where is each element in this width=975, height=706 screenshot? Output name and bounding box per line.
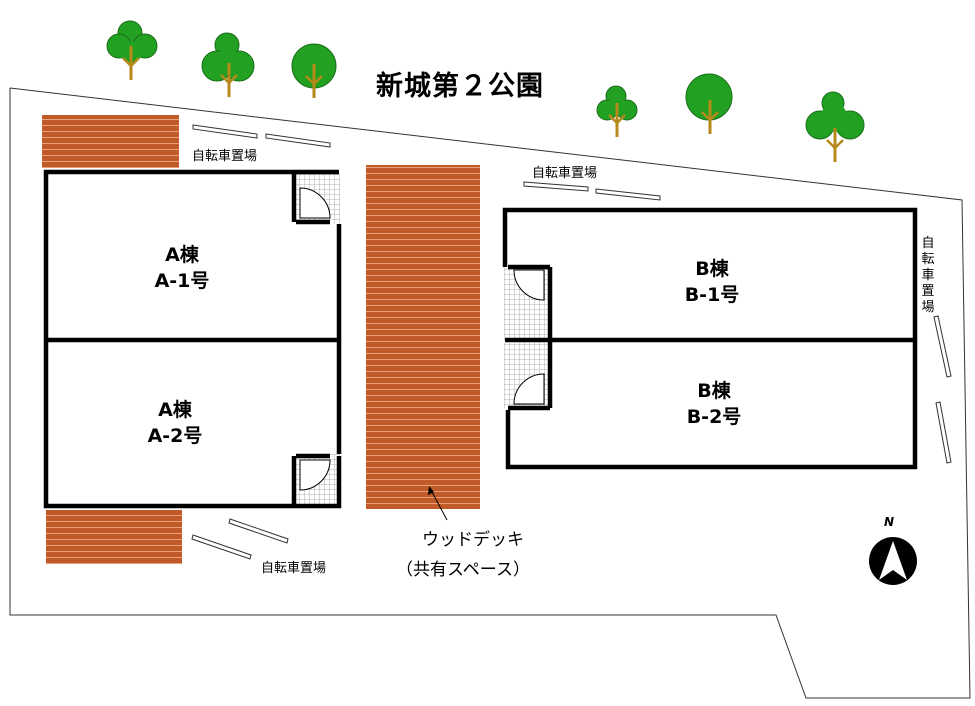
property-boundary bbox=[9, 87, 971, 699]
wood-deck-top-left bbox=[42, 115, 179, 168]
tree-icon bbox=[106, 20, 158, 82]
unit-a-2: A棟 A-2号 bbox=[130, 397, 220, 449]
building-name: B棟 bbox=[697, 380, 731, 402]
tree-icon bbox=[685, 73, 733, 136]
bicycle-parking-label: 自転車置場 bbox=[532, 166, 598, 181]
bicycle-parking-label: 自転車置場 bbox=[261, 561, 327, 576]
deck-title: ウッドデッキ bbox=[421, 530, 524, 550]
bicycle-parking-label: 自転車置場 bbox=[192, 149, 258, 164]
building-name: A棟 bbox=[165, 244, 199, 266]
building-b bbox=[502, 207, 918, 470]
tree-icon bbox=[805, 91, 865, 164]
wood-deck-shared bbox=[366, 165, 480, 509]
tree-icon bbox=[201, 32, 255, 99]
tree-icon bbox=[596, 85, 638, 139]
wood-deck-label: ウッドデッキ （共有スペース） bbox=[396, 525, 530, 585]
unit-a-1: A棟 A-1号 bbox=[137, 242, 227, 294]
bicycle-parking-label-vertical: 自 転 車 置 場 bbox=[921, 236, 935, 315]
unit-number: A-2号 bbox=[147, 425, 203, 447]
north-label: N bbox=[884, 515, 895, 529]
deck-leader-arrowhead bbox=[428, 486, 434, 495]
building-name: B棟 bbox=[695, 258, 729, 280]
unit-b-1: B棟 B-1号 bbox=[667, 256, 757, 308]
building-a bbox=[43, 169, 342, 509]
park-name: 新城第２公園 bbox=[376, 71, 544, 102]
tree-icon bbox=[291, 43, 337, 100]
unit-b-2: B棟 B-2号 bbox=[669, 378, 759, 430]
building-name: A棟 bbox=[158, 399, 192, 421]
unit-number: A-1号 bbox=[154, 270, 210, 292]
unit-number: B-2号 bbox=[686, 406, 742, 428]
north-arrow-icon bbox=[869, 537, 917, 585]
deck-leader-arrow bbox=[430, 489, 448, 521]
wood-deck-bottom-left bbox=[46, 510, 182, 564]
bicycle-parking-marks bbox=[191, 124, 952, 560]
door-icon bbox=[299, 187, 545, 491]
unit-number: B-1号 bbox=[684, 284, 740, 306]
deck-subtitle: （共有スペース） bbox=[396, 560, 530, 580]
